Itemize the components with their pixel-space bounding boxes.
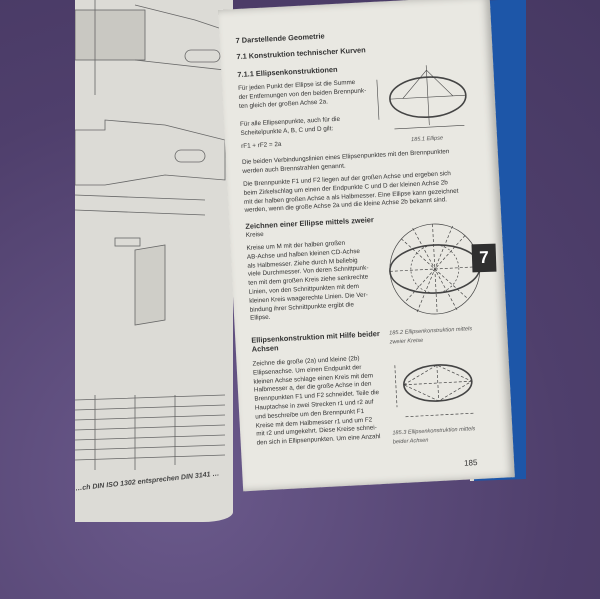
figure-both-axes (394, 364, 474, 418)
technical-drawings (75, 0, 226, 470)
figure-1-caption: 185.1 Ellipse (410, 135, 444, 144)
figure-3-caption: 185.3 Ellipsenkonstruktion mittels beide… (392, 426, 476, 446)
chapter-heading: 7 Darstellende Geometrie (235, 31, 325, 46)
chapter-tab: 7 (471, 243, 497, 273)
paragraph-5: Kreise um M mit der halben großen AB-Ach… (246, 239, 369, 323)
figure-ellipse (376, 65, 467, 130)
intro-paragraph: Für jeden Punkt der Ellipse ist die Summ… (237, 78, 367, 110)
paragraph-4: Die Brennpunkte F1 und F2 liegen auf der… (242, 170, 459, 215)
paragraph-6: Zeichne die große (2a) und kleine (2b) E… (252, 355, 381, 447)
page-number: 185 (463, 458, 478, 468)
figure-2-caption: 185.2 Ellipsenkonstruktion mittels zweie… (389, 326, 473, 346)
figure-two-circles (389, 223, 481, 315)
left-page: …ch DIN ISO 1302 entsprechen DIN 3141 … (75, 0, 233, 522)
right-page: 7 Darstellende Geometrie 7.1 Konstruktio… (218, 0, 515, 492)
section-heading: 7.1 Konstruktion technischer Kurven (236, 45, 366, 62)
formula: rF1 + rF2 = 2a (240, 140, 282, 150)
heading-both-axes: Ellipsenkonstruktion mit Hilfe beider Ac… (251, 328, 380, 354)
subsection-heading: 7.1.1 Ellipsenkonstruktionen (237, 64, 338, 80)
paragraph-2: Für alle Ellipsenpunkte, auch für die Sc… (239, 115, 341, 150)
heading-two-circles: Zeichnen einer Ellipse mittels zweier Kr… (245, 215, 374, 239)
